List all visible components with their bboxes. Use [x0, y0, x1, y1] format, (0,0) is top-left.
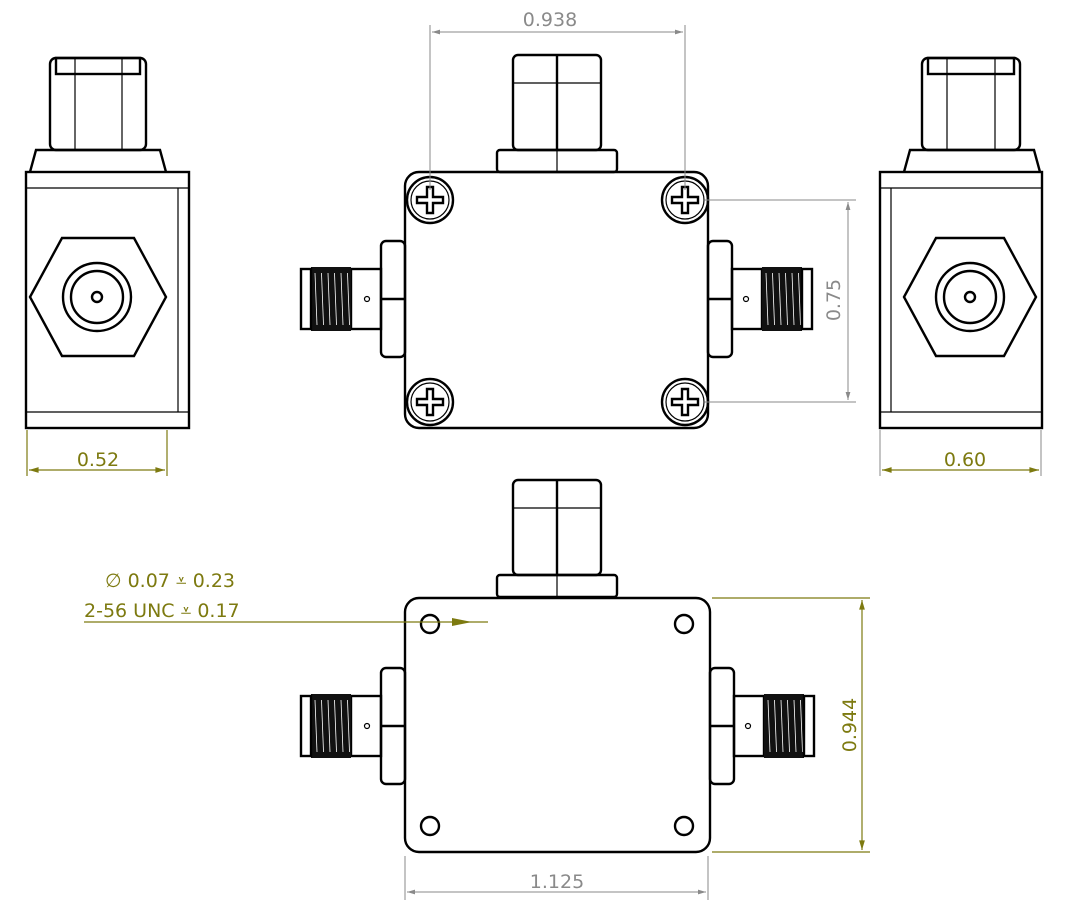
mounting-hole	[673, 815, 695, 837]
dim-label-0.938: 0.938	[523, 9, 577, 31]
dimension-right-width: 0.60	[879, 430, 1042, 476]
left-sma-connector	[299, 666, 407, 786]
callout-line-1: ∅ 0.07 ⩡ 0.23	[105, 570, 235, 592]
top-connector	[495, 478, 619, 599]
dim-label-0.60: 0.60	[944, 449, 986, 471]
hole-callout: ∅ 0.07 ⩡ 0.23 2-56 UNC ⩡ 0.17	[84, 570, 488, 626]
dim-label-1.125: 1.125	[530, 871, 584, 893]
hex-nut	[28, 236, 168, 358]
thread	[764, 694, 804, 758]
dim-label-0.75: 0.75	[823, 279, 845, 321]
dimension-hole-spacing-horizontal: 0.938	[429, 9, 686, 190]
thread	[311, 694, 351, 758]
mounting-hole	[673, 613, 695, 635]
thread	[311, 267, 351, 331]
top-connector	[495, 53, 619, 174]
top-view	[299, 53, 814, 430]
right-side-view	[878, 56, 1044, 430]
dimension-left-width: 0.52	[26, 430, 168, 476]
left-side-view	[24, 56, 191, 430]
dim-label-0.52: 0.52	[77, 449, 119, 471]
dimension-bottom-height: 0.944	[712, 597, 870, 853]
dimension-hole-spacing-vertical: 0.75	[705, 199, 856, 403]
bottom-view	[299, 478, 816, 854]
right-sma-connector	[706, 239, 814, 359]
right-sma-connector	[708, 666, 816, 786]
dim-label-0.944: 0.944	[839, 698, 861, 752]
dimension-bottom-width: 1.125	[404, 856, 709, 900]
phillips-screw	[660, 377, 710, 427]
thread	[762, 267, 802, 331]
hex-nut	[902, 236, 1038, 358]
callout-line-2: 2-56 UNC ⩡ 0.17	[84, 600, 240, 622]
phillips-screw	[405, 377, 455, 427]
mounting-hole	[419, 613, 441, 635]
mounting-hole	[419, 815, 441, 837]
left-sma-connector	[299, 239, 407, 359]
